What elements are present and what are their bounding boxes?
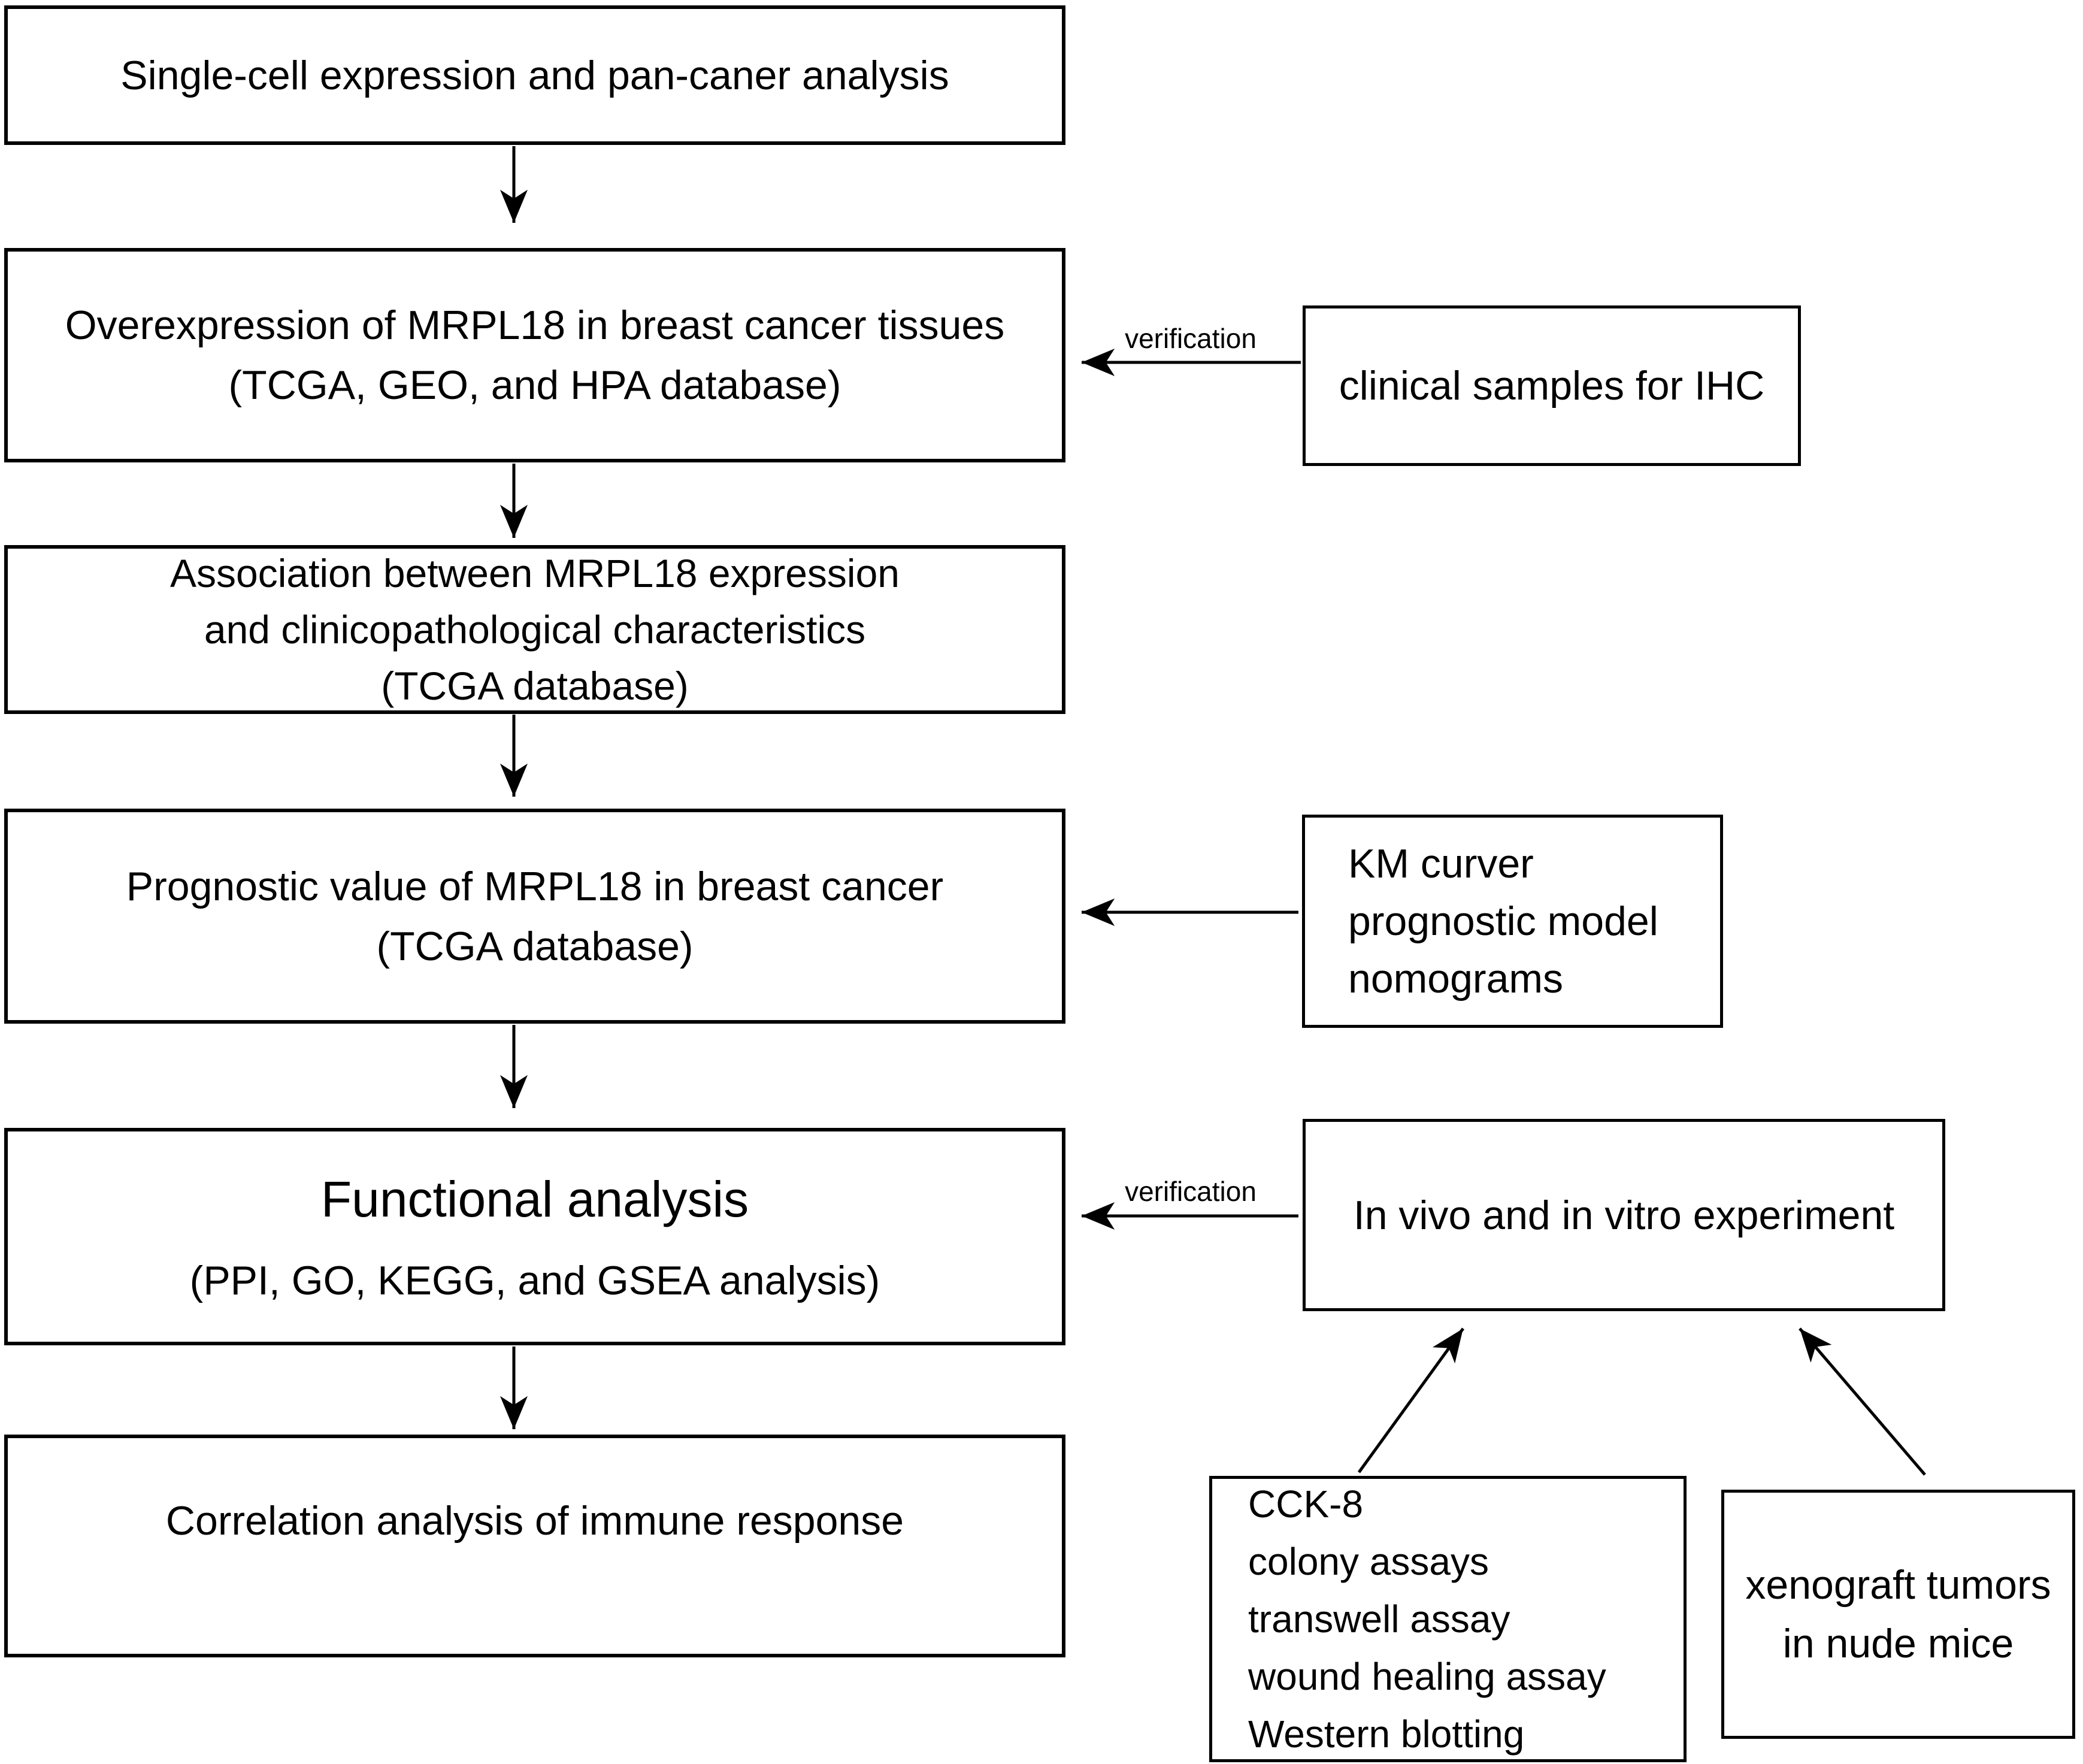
flow-box-text: Prognostic value of MRPL18 in breast can… xyxy=(126,863,944,909)
side-box-text: CCK-8 xyxy=(1248,1482,1364,1526)
verification-label-invivo: verification xyxy=(1125,1176,1257,1207)
side-box-text: clinical samples for IHC xyxy=(1339,363,1765,409)
flow-box-overexpression-mrpl18: Overexpression of MRPL18 in breast cance… xyxy=(4,248,1065,462)
flow-box-text: Association between MRPL18 expression xyxy=(169,551,900,595)
side-box-text: xenograft tumors xyxy=(1745,1562,2051,1608)
side-box-text: nomograms xyxy=(1348,956,1564,1001)
side-box-text: wound healing assay xyxy=(1248,1655,1606,1698)
side-box-text: Western blotting xyxy=(1248,1712,1525,1756)
flow-box-association-clinicopathological: Association between MRPL18 expression an… xyxy=(4,545,1065,714)
flow-box-text: Correlation analysis of immune response xyxy=(165,1498,904,1544)
side-box-text: prognostic model xyxy=(1348,898,1658,944)
side-box-xenograft-tumors: xenograft tumors in nude mice xyxy=(1721,1490,2075,1739)
flow-box-text: Overexpression of MRPL18 in breast cance… xyxy=(65,302,1005,348)
flow-box-text: (TCGA database) xyxy=(381,664,689,708)
side-box-text: transwell assay xyxy=(1248,1597,1510,1641)
flow-box-prognostic-value: Prognostic value of MRPL18 in breast can… xyxy=(4,809,1065,1024)
flow-box-immune-correlation: Correlation analysis of immune response xyxy=(4,1435,1065,1657)
flow-box-text: (TCGA database) xyxy=(376,923,694,969)
arrow-cck8-to-invivo xyxy=(1357,1327,1465,1473)
verification-label-clinical: verification xyxy=(1125,323,1257,354)
flow-box-text: Single-cell expression and pan-caner ana… xyxy=(120,52,949,98)
side-box-text: In vivo and in vitro experiment xyxy=(1353,1192,1895,1238)
side-box-text: KM curver xyxy=(1348,841,1534,886)
side-box-clinical-samples-ihc: clinical samples for IHC xyxy=(1303,305,1801,466)
flow-box-text: (TCGA, GEO, and HPA database) xyxy=(228,362,841,408)
flow-box-text: and clinicopathological characteristics xyxy=(204,607,866,652)
side-box-text: in nude mice xyxy=(1782,1621,2014,1666)
side-box-km-curve-prognostic: KM curver prognostic model nomograms xyxy=(1302,815,1723,1028)
side-box-in-vivo-in-vitro: In vivo and in vitro experiment xyxy=(1303,1119,1945,1311)
arrow-xeno-to-invivo xyxy=(1799,1327,1926,1476)
flow-box-functional-analysis: Functional analysis (PPI, GO, KEGG, and … xyxy=(4,1128,1065,1345)
side-box-text: colony assays xyxy=(1248,1540,1489,1583)
side-box-cck8-assays: CCK-8 colony assays transwell assay woun… xyxy=(1209,1476,1687,1762)
flow-box-subtitle: (PPI, GO, KEGG, and GSEA analysis) xyxy=(189,1257,880,1303)
flow-box-title: Functional analysis xyxy=(320,1170,749,1227)
flow-box-single-cell-pan-cancer: Single-cell expression and pan-caner ana… xyxy=(4,5,1065,145)
